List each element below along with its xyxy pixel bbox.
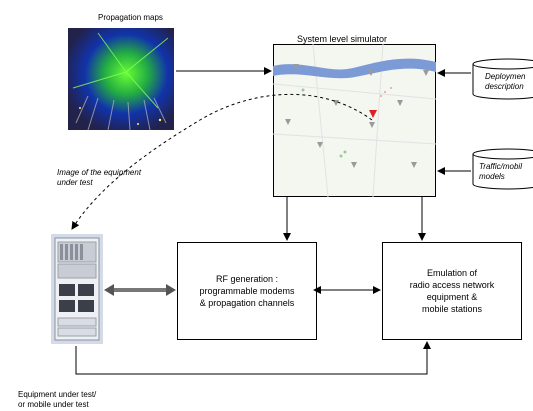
equipment-under-test-image [51,234,103,344]
traffic-mobility-label: Traffic/mobil models [479,162,522,181]
rf-generation-label: RF generation : programmable modems & pr… [199,274,295,308]
system-level-simulator-label: System level simulator [297,34,388,44]
deployment-description-label: Deploymen description [485,72,526,91]
emulation-label: Emulation of radio access network equipm… [409,268,495,314]
rf-generation-box: RF generation : programmable modems & pr… [177,242,317,340]
propagation-maps-label: Propagation maps [98,13,163,22]
database-icon [472,58,533,100]
traffic-mobility-db: Traffic/mobil models [472,148,533,190]
equipment-under-test-label: Equipment under test/ or mobile under te… [18,390,97,409]
arrow-equipment-to-emulation [75,341,431,375]
system-level-simulator-map [273,44,436,197]
database-icon [472,148,533,190]
deployment-description-db: Deploymen description [472,58,533,100]
emulation-box: Emulation of radio access network equipm… [382,242,522,340]
propagation-map-image [68,28,174,130]
image-of-equipment-label: Image of the equipment under test [57,168,142,187]
